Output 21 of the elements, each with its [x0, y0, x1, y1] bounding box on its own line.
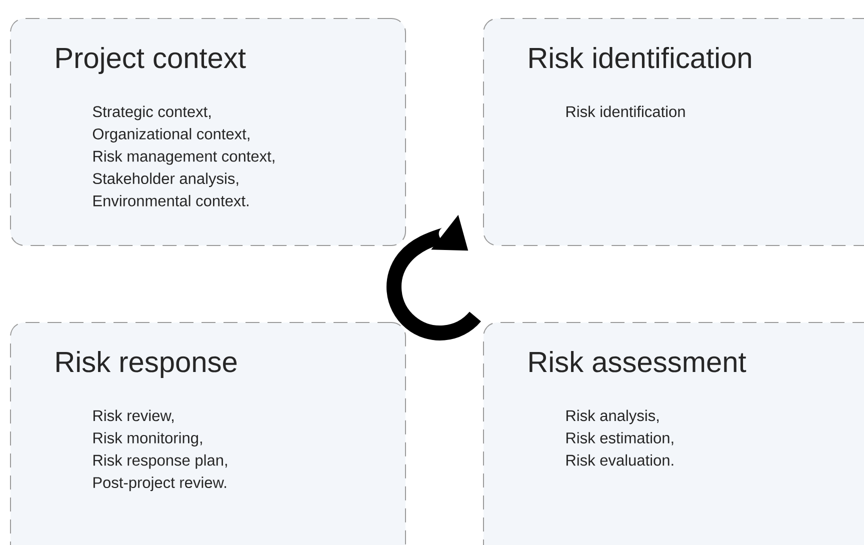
list-item: Risk response plan, — [93, 454, 227, 469]
dashed-box — [10, 322, 406, 545]
list-item: Environmental context. — [93, 194, 248, 206]
box-heading: Risk identification — [530, 46, 751, 68]
list-item: Stakeholder analysis, — [92, 172, 238, 188]
list-item: Organizational context, — [92, 128, 250, 142]
list-item: Risk analysis, — [566, 410, 659, 424]
list-item: Risk estimation, — [566, 432, 674, 446]
dashed-box — [483, 18, 864, 246]
list-item: Risk evaluation. — [566, 454, 674, 466]
box-heading: Risk assessment — [530, 350, 746, 372]
list-item: Risk review, — [93, 410, 174, 423]
list-item: Post-project review. — [93, 476, 226, 492]
dashed-box — [483, 322, 864, 545]
list-item: Strategic context, — [92, 106, 211, 120]
list-item: Risk monitoring, — [93, 432, 202, 446]
list-item: Risk management context, — [93, 150, 274, 165]
box-heading: Risk response — [56, 350, 237, 378]
box-heading: Project context — [56, 46, 246, 74]
list-item: Risk identification — [566, 106, 685, 118]
dashed-box — [10, 18, 406, 246]
